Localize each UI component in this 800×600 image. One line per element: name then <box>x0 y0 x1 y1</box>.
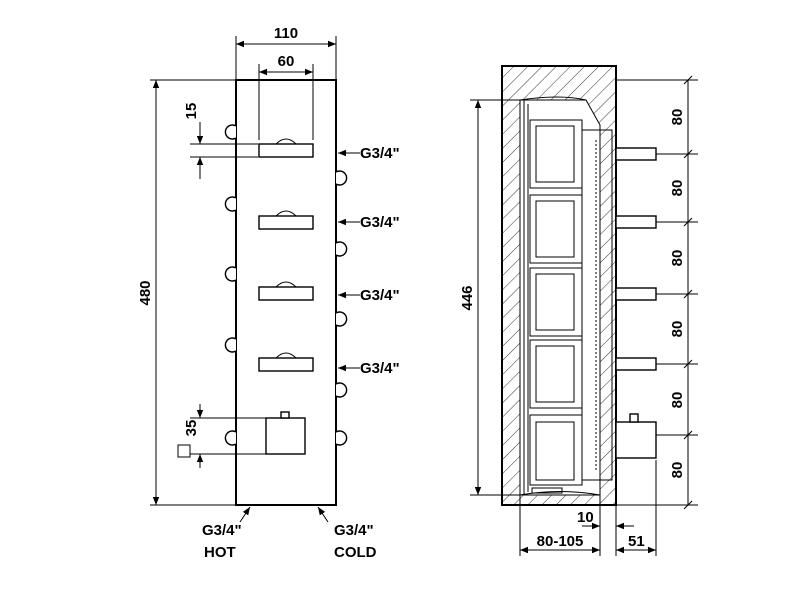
dim-knob-size: 35 <box>183 420 200 437</box>
spacing-dims <box>616 75 698 510</box>
dim-handle-gap: 15 <box>183 103 200 120</box>
wall-outline <box>501 65 617 506</box>
dim-depth: 80-105 <box>537 533 584 550</box>
dim-height-total: 480 <box>137 280 154 305</box>
side-outlets <box>615 147 657 459</box>
front-view: 110 60 15 480 <box>137 25 400 561</box>
knob <box>265 411 306 455</box>
dim-spacing-4: 80 <box>669 321 686 338</box>
valve-modules <box>519 96 613 496</box>
dim-spacing-2: 80 <box>669 180 686 197</box>
dim-spacing-5: 80 <box>669 392 686 409</box>
dim-height-side: 446 <box>459 285 476 310</box>
inlet-left-name: HOT <box>204 544 236 561</box>
dim-width-handle: 60 <box>278 53 295 70</box>
dim-width-total: 110 <box>274 25 298 42</box>
dim-spacing-6: 80 <box>669 462 686 479</box>
handle-4 <box>258 352 314 372</box>
handle-2 <box>258 210 314 230</box>
outlet-label-2: G3/4" <box>360 214 400 231</box>
handle-1 <box>258 138 314 158</box>
connectors-right <box>335 170 348 446</box>
wall-hatch <box>502 66 616 505</box>
dim-spacing-3: 80 <box>669 250 686 267</box>
dim-offset: 10 <box>577 509 594 526</box>
inlet-left-size: G3/4" <box>202 522 242 539</box>
front-plate <box>235 79 337 506</box>
dim-projection: 51 <box>628 533 645 550</box>
outlet-label-3: G3/4" <box>360 287 400 304</box>
connectors-left <box>224 124 237 446</box>
dim-spacing-1: 80 <box>669 109 686 126</box>
outlet-label-4: G3/4" <box>360 360 400 377</box>
handle-3 <box>258 281 314 301</box>
side-view: 446 80 80 80 80 80 80 10 80-105 51 <box>459 65 698 556</box>
inlet-right-name: COLD <box>334 544 377 561</box>
outlet-label-1: G3/4" <box>360 145 400 162</box>
inlet-right-size: G3/4" <box>334 522 374 539</box>
